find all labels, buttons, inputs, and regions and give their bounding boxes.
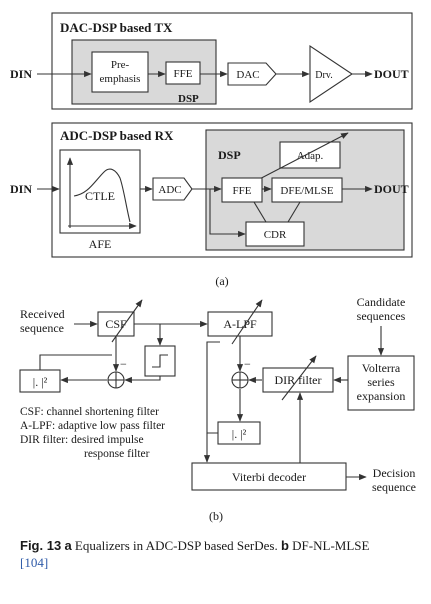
rx-dsp-label: DSP bbox=[218, 148, 241, 162]
left-abs-feedback bbox=[39, 354, 112, 370]
viterbi-box bbox=[191, 462, 347, 491]
dfe-mlse-box bbox=[271, 177, 343, 203]
tx-dout-label: DOUT bbox=[374, 67, 409, 81]
driver-label: Drv. bbox=[315, 70, 332, 81]
received-label-1: Received bbox=[20, 307, 65, 321]
legend-line-3: DIR filter: desired impulse bbox=[20, 434, 144, 446]
dfe-mlse-label: DFE/MLSE bbox=[280, 185, 333, 197]
alpf-label: A-LPF bbox=[223, 317, 257, 331]
ctle-label: CTLE bbox=[85, 189, 115, 203]
figure-diagram: DAC-DSP based TX DSP Pre- emphasis FFE D… bbox=[10, 12, 416, 523]
caption-b-letter: b bbox=[280, 538, 289, 553]
pre-emphasis-label-2: emphasis bbox=[100, 73, 141, 85]
right-abs-sq-label: |. |² bbox=[232, 427, 247, 441]
cdr-box bbox=[245, 221, 305, 247]
tx-dac-label: DAC bbox=[236, 69, 259, 81]
caption-fig-label: Fig. 13 bbox=[20, 538, 62, 553]
csf-box bbox=[97, 311, 135, 337]
alpf-adaptive-arrow bbox=[231, 299, 263, 345]
tx-dsp-label: DSP bbox=[178, 93, 199, 105]
figure-caption: Fig. 13 a Equalizers in ADC-DSP based Se… bbox=[20, 537, 415, 571]
pre-emphasis-label-1: Pre- bbox=[111, 59, 130, 71]
caption-a-text: Equalizers in ADC-DSP based SerDes. bbox=[74, 538, 278, 553]
candidate-label-2: sequences bbox=[357, 309, 406, 323]
afe-label: AFE bbox=[89, 237, 112, 251]
volterra-box bbox=[347, 355, 415, 411]
rx-link-dfe-cdr bbox=[287, 201, 301, 223]
right-minus-sign: − bbox=[244, 357, 251, 371]
rx-block: ADC-DSP based RX CTLE AFE ADC DSP Adap. … bbox=[10, 122, 413, 258]
rx-arrow-adc-cdr bbox=[192, 188, 246, 238]
tx-din-label: DIN bbox=[10, 67, 32, 81]
afe-box bbox=[59, 149, 141, 234]
decision-label-2: sequence bbox=[372, 480, 416, 494]
rx-din-label: DIN bbox=[10, 182, 32, 196]
driver-triangle bbox=[309, 44, 353, 104]
left-minus-sign: − bbox=[120, 357, 127, 371]
tx-ffe-box bbox=[165, 61, 201, 85]
dir-adaptive-arrow bbox=[281, 355, 317, 401]
caption-a-letter: a bbox=[64, 538, 72, 553]
rx-link-ffe-cdr bbox=[253, 201, 267, 223]
legend-line-1: CSF: channel shortening filter bbox=[20, 406, 159, 418]
candidate-label-1: Candidate bbox=[357, 295, 406, 309]
tx-block: DAC-DSP based TX DSP Pre- emphasis FFE D… bbox=[10, 12, 413, 110]
tx-ffe-label: FFE bbox=[174, 68, 193, 80]
tx-dac-block bbox=[227, 62, 277, 86]
slicer-to-sum-arrow bbox=[124, 376, 161, 384]
cdr-label: CDR bbox=[264, 229, 287, 241]
part-a-label: (a) bbox=[215, 274, 228, 288]
csf-adaptive-arrow bbox=[111, 299, 143, 343]
tx-title: DAC-DSP based TX bbox=[60, 20, 173, 35]
legend-line-2: A-LPF: adaptive low pass filter bbox=[20, 420, 165, 432]
decision-label-1: Decision bbox=[373, 466, 416, 480]
slicer-icon bbox=[152, 354, 168, 368]
right-abs-feedback bbox=[206, 341, 220, 434]
part-b-label: (b) bbox=[209, 509, 223, 523]
ctle-curve bbox=[73, 168, 131, 223]
csf-label: CSF bbox=[105, 317, 127, 331]
volterra-label-1: Volterra bbox=[362, 361, 401, 375]
rx-ffe-label: FFE bbox=[233, 185, 252, 197]
volterra-label-2: series bbox=[367, 375, 395, 389]
caption-reference-link[interactable]: [104] bbox=[20, 555, 49, 570]
rx-adc-label: ADC bbox=[158, 184, 181, 196]
left-abs-sq-label: |. |² bbox=[33, 375, 48, 389]
adaptive-arrow bbox=[249, 132, 349, 185]
adap-label: Adap. bbox=[297, 150, 324, 162]
rx-title: ADC-DSP based RX bbox=[60, 128, 174, 143]
rx-ffe-box bbox=[221, 177, 263, 203]
volterra-label-3: expansion bbox=[357, 389, 406, 403]
viterbi-label: Viterbi decoder bbox=[232, 470, 306, 484]
rx-adc-block bbox=[152, 177, 193, 201]
legend-line-4: response filter bbox=[84, 448, 150, 460]
rx-dout-label: DOUT bbox=[374, 182, 409, 196]
received-label-2: sequence bbox=[20, 321, 64, 335]
pre-emphasis-box bbox=[91, 51, 149, 93]
caption-b-text: DF-NL-MLSE bbox=[292, 538, 370, 553]
df-nl-mlse-diagram: Received sequence CSF A-LPF − |. |² bbox=[19, 295, 416, 494]
